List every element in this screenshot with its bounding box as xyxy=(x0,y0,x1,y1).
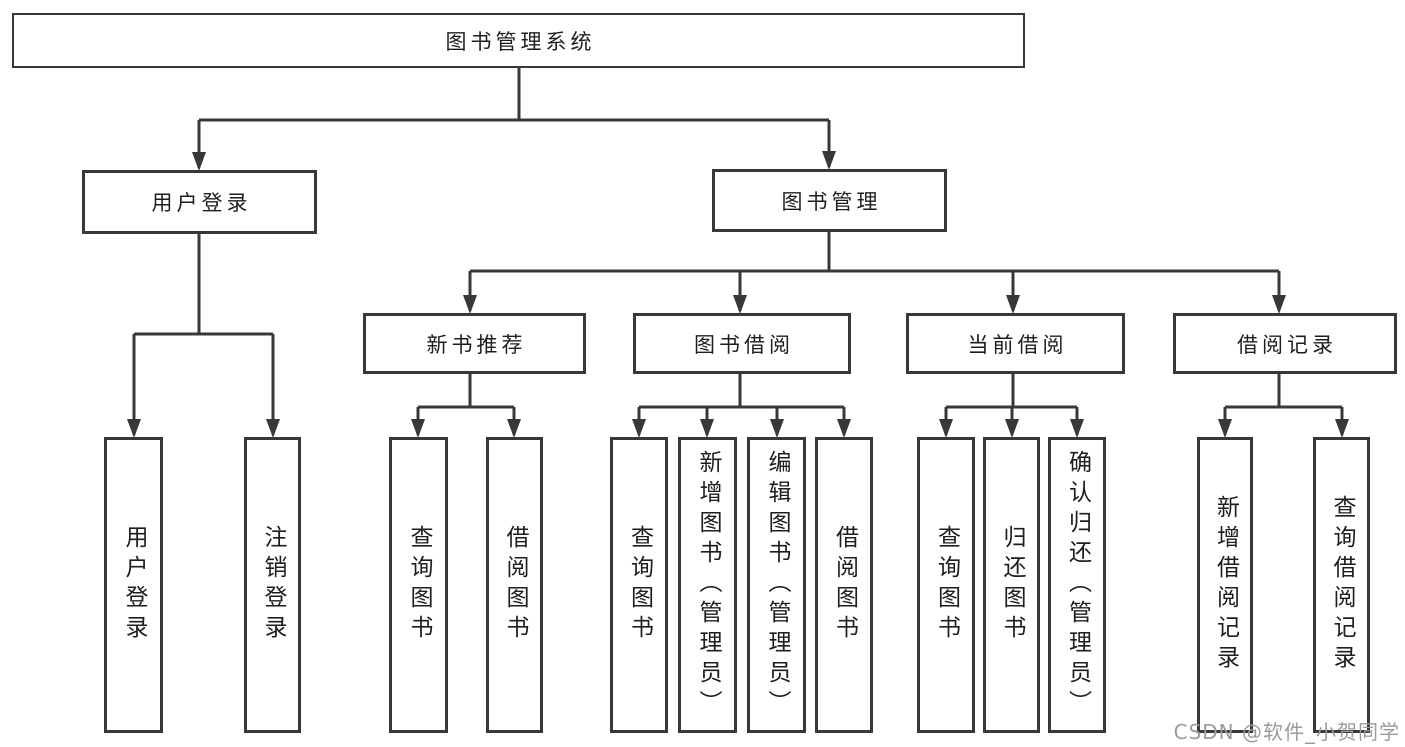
node-root-library-management-system: 图书管理系统 xyxy=(12,13,1025,68)
node-book-borrowing: 图书借阅 xyxy=(633,313,851,374)
leaf-confirm-return-admin: 确认归还（管理员） xyxy=(1048,437,1106,733)
leaf-borrow-books-borrowing: 借阅图书 xyxy=(815,437,873,733)
leaf-query-borrow-record: 查询借阅记录 xyxy=(1313,437,1370,733)
leaf-user-login: 用户登录 xyxy=(104,437,163,733)
leaf-query-books-current: 查询图书 xyxy=(917,437,975,733)
node-user-login: 用户登录 xyxy=(82,170,317,234)
csdn-watermark: CSDN @软件_小贺同学 xyxy=(1173,720,1400,744)
node-new-book-recommendation: 新书推荐 xyxy=(363,313,586,374)
leaf-logout: 注销登录 xyxy=(244,437,301,733)
leaf-add-book-admin: 新增图书（管理员） xyxy=(678,437,737,733)
node-current-borrowing: 当前借阅 xyxy=(906,313,1125,374)
leaf-return-books: 归还图书 xyxy=(983,437,1040,733)
leaf-edit-book-admin: 编辑图书（管理员） xyxy=(747,437,806,733)
leaf-query-books-borrowing: 查询图书 xyxy=(610,437,668,733)
leaf-add-borrow-record: 新增借阅记录 xyxy=(1197,437,1253,733)
leaf-borrow-books-recommend: 借阅图书 xyxy=(486,437,543,733)
tree-edges xyxy=(132,68,1344,435)
leaf-query-books-recommend: 查询图书 xyxy=(389,437,448,733)
node-book-management: 图书管理 xyxy=(712,169,947,232)
node-borrowing-records: 借阅记录 xyxy=(1173,313,1397,374)
